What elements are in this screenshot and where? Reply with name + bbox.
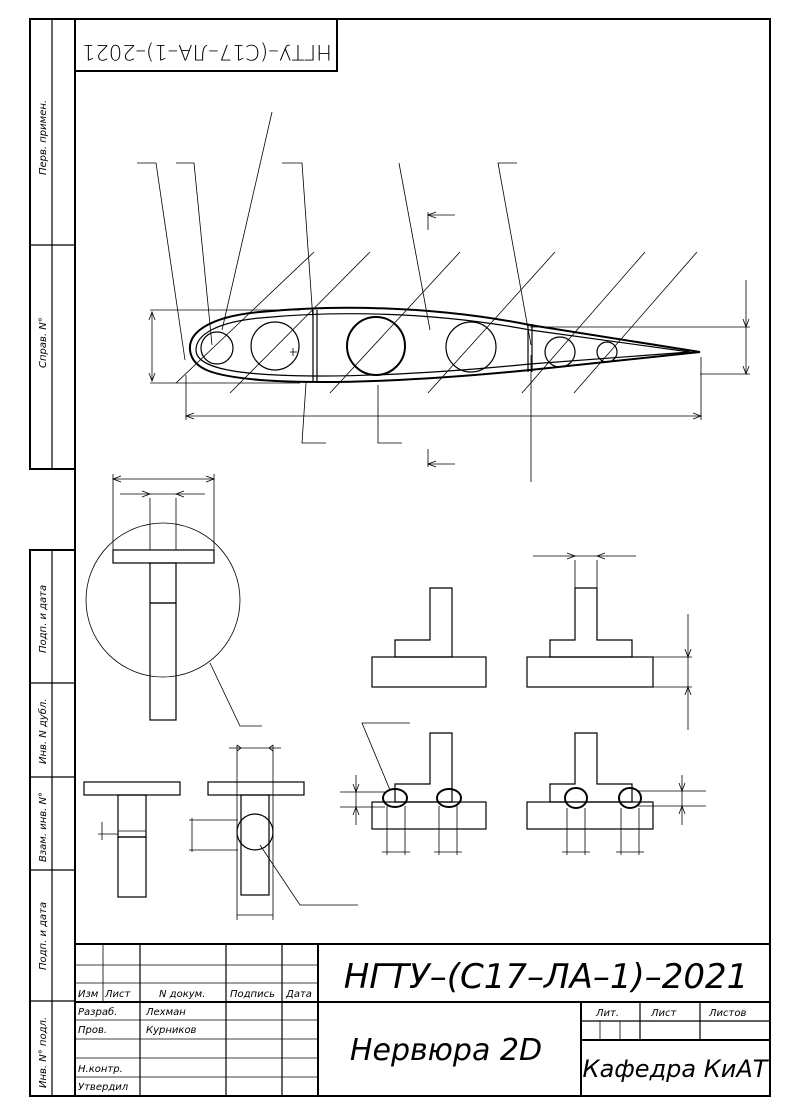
header-podpis: Подпись — [230, 989, 275, 1000]
t-profile-riveted — [189, 744, 358, 920]
row-name-razrab: Лехман — [145, 1007, 186, 1018]
row-role-n-kontr: Н.контр. — [78, 1064, 123, 1075]
side-label-podp-data-1: Подп. и дата — [38, 585, 49, 653]
side-label-sprav-no: Справ. N° — [38, 317, 49, 368]
header-data: Дата — [285, 989, 312, 1000]
top-code-text: НГТУ–(С17–ЛА–1)–2021 — [82, 40, 332, 64]
department-name: Кафедра КиАТ — [583, 1055, 770, 1083]
t-profile-left — [83, 781, 181, 898]
joint-left — [340, 722, 487, 855]
header-list: Лист — [104, 989, 132, 1000]
header-lit: Лит. — [595, 1008, 619, 1019]
detail-enlarged-view — [85, 474, 262, 727]
document-code: НГТУ–(С17–ЛА–1)–2021 — [344, 957, 749, 997]
section-before-riveting — [371, 587, 487, 688]
side-label-vzam-inv: Взам. инв. N° — [38, 792, 49, 862]
side-label-perv-primen: Перв. примен. — [38, 100, 49, 175]
header-n-dokum: N докум. — [159, 989, 205, 1000]
side-label-inv-dubl: Инв. N дубл. — [37, 699, 49, 765]
joint-right — [526, 732, 706, 855]
header-list-right: Лист — [650, 1008, 678, 1019]
row-name-prov: Курников — [146, 1025, 197, 1036]
header-listov: Листов — [708, 1008, 746, 1019]
sheet-frame — [29, 18, 771, 1097]
top-code-box: НГТУ–(С17–ЛА–1)–2021 — [74, 18, 338, 72]
side-label-podp-data-2: Подп. и дата — [38, 902, 49, 970]
title-block — [74, 943, 771, 1097]
row-role-utverdil: Утвердил — [78, 1082, 129, 1093]
row-role-razrab: Разраб. — [78, 1006, 117, 1018]
row-role-prov: Пров. — [78, 1025, 107, 1036]
document-title: Нервюра 2D — [350, 1033, 542, 1068]
header-izm: Изм — [78, 989, 99, 1000]
side-label-inv-podl: Инв. N° подл. — [38, 1017, 49, 1088]
section-after-riveting — [526, 552, 692, 730]
rib-main-view — [137, 111, 750, 482]
